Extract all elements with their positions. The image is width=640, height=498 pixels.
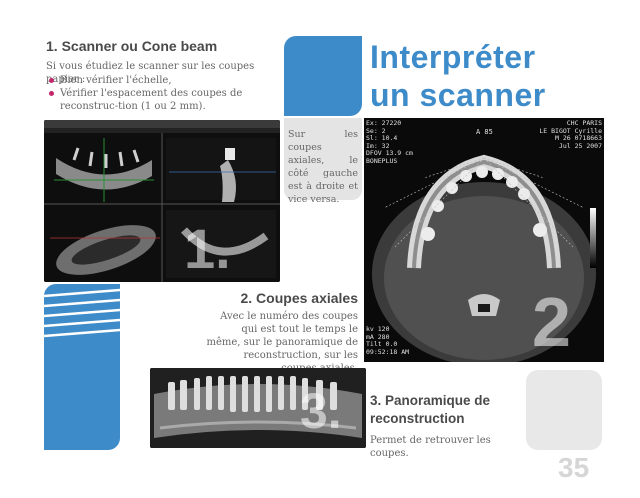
decorative-gray-panel [526,370,602,450]
ct-overlay-left: Ex: 27220 Se: 2 Sl: 10.4 Im: 32 DFOV 13.… [366,119,413,165]
panoramic-image: 3. [150,368,366,448]
cbct-illustration [44,120,280,282]
bullet-item: Vérifier l'espacement des coupes de reco… [49,87,298,113]
section2-heading: 2. Coupes axiales [240,290,358,306]
note-panel [284,118,362,200]
image-label-1: 1. [184,217,231,280]
decorative-stripes [44,284,120,450]
axial-ct-illustration [364,118,604,362]
ct-overlay-line: Ex: 27220 [366,119,402,127]
ct-overlay-line: mA 280 [366,332,390,341]
image-label-2: 2 [532,283,571,361]
bullet-item: Bien vérifier l'échelle, [49,74,298,87]
ct-overlay-top: A 85 [476,128,493,136]
ct-overlay-bottom: kv 120 mA 280 Tilt 0.0 09:52:18 AM [366,325,410,356]
ct-overlay-line: kv 120 [366,325,390,333]
section3-heading-line1: 3. Panoramique de [370,393,491,408]
ct-overlay-line: Se: 2 [366,126,386,135]
ct-overlay-line: BONEPLUS [366,156,398,165]
ct-overlay-line: LE BIGOT Cyrille [539,126,602,135]
ct-overlay-right: CHC PARIS LE BIGOT Cyrille M 26 0718663 … [539,119,602,150]
section2-text: Avec le numéro des coupes qui est tout l… [206,311,359,374]
ct-overlay-line: Im: 32 [366,141,390,150]
title-line-1: Interpréter [370,39,536,75]
ct-overlay-line: M 26 0718663 [555,134,602,142]
cbct-viewer-image: 1. [44,120,280,282]
stripes-graphic [44,284,120,450]
title-line-2: un scanner [370,77,546,113]
section3-text: Permet de retrouver les coupes. [370,435,491,459]
ct-overlay-line: Sl: 10.4 [366,134,398,142]
note-text: Sur les coupes axiales, le côté gauche e… [288,129,358,205]
ct-overlay-line: DFOV 13.9 cm [366,149,413,157]
title-accent-block [284,36,362,116]
section3-heading: 3. Panoramique de reconstruction [370,392,520,428]
ct-overlay-line: Tilt 0.0 [366,340,398,348]
image-label-3: 3. [300,383,342,439]
section1-heading: 1. Scanner ou Cone beam [46,38,218,54]
panoramic-illustration [150,368,366,448]
axial-ct-image: Ex: 27220 Se: 2 Sl: 10.4 Im: 32 DFOV 13.… [364,118,604,362]
ct-overlay-line: 09:52:18 AM [366,347,410,356]
section1-intro: Si vous étudiez le scanner sur les coupe… [46,61,255,85]
section3-heading-line2: reconstruction [370,411,465,426]
ct-overlay-line: Jul 25 2007 [558,141,602,150]
ct-overlay-line: CHC PARIS [566,119,602,127]
page-number: 35 [558,452,590,483]
section1-bullet-list: Bien vérifier l'échelle, Vérifier l'espa… [46,74,298,113]
page-title: Interpréter un scanner [370,38,546,114]
